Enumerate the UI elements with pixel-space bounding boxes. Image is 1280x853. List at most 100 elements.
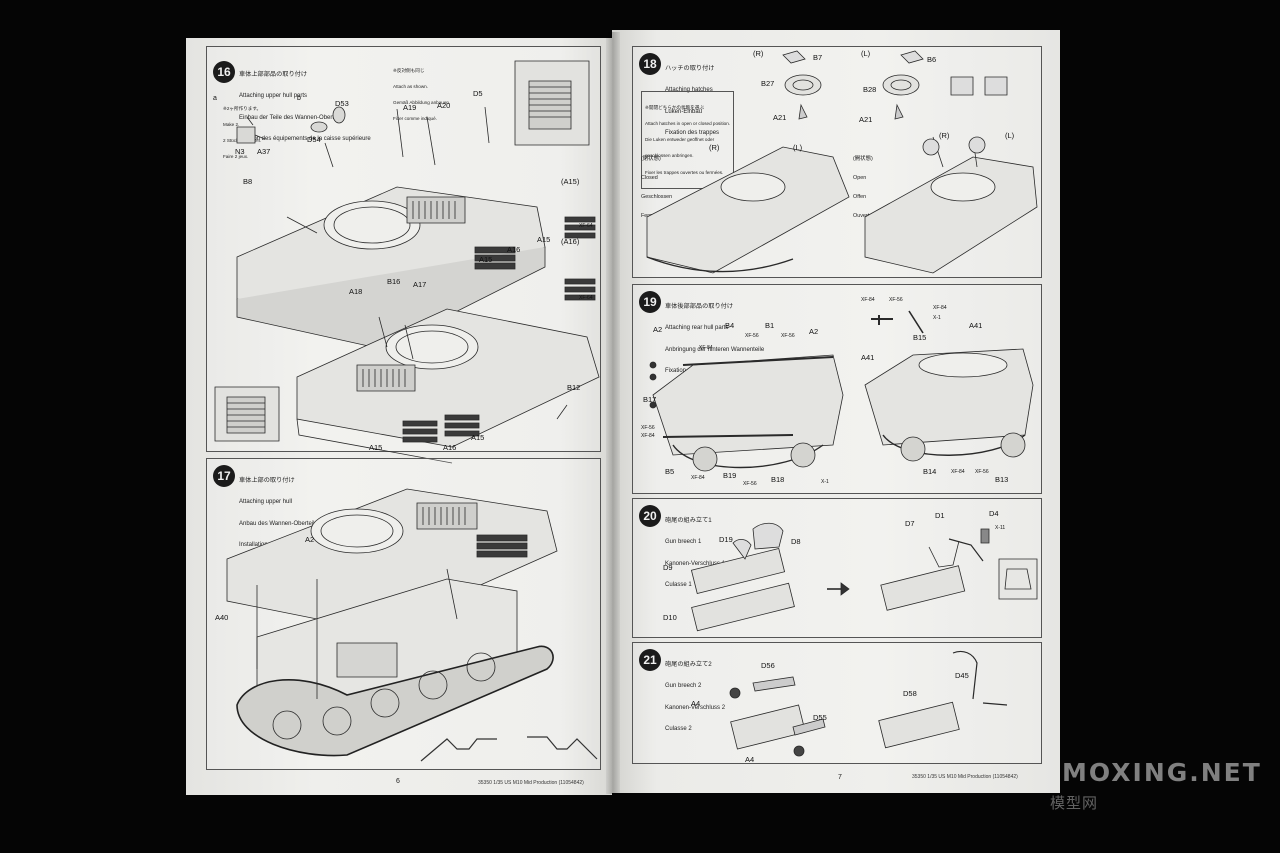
paint-code-xf64-1: XF-64 xyxy=(579,223,593,229)
step-16-title-en: Attaching upper hull parts xyxy=(239,93,308,100)
left-page-number: 6 xyxy=(396,778,400,785)
part-label-n3: N3 xyxy=(235,147,245,156)
paint-code-19-6: XF-84 xyxy=(691,475,705,481)
paint-code-xf64-2: XF-64 xyxy=(579,295,593,301)
paint-code-19-4: XF-84 xyxy=(641,433,655,439)
part-label-b14: B14 xyxy=(923,467,937,476)
step-20-title-jp: 砲尾の組み立て1 xyxy=(665,517,712,525)
right-page-number: 7 xyxy=(838,774,842,781)
step-21-title-de: Kanonen-Verschluss 2 xyxy=(665,704,726,711)
paint-code-19-2: XF-84 xyxy=(699,345,713,351)
part-label-d9: D9 xyxy=(663,563,673,572)
paint-code-19-11: X-1 xyxy=(933,315,941,321)
step-16-note-de: Gemäß Abbildung anbauen. xyxy=(393,100,451,106)
step-19-panel: 19 車体後部部品の取り付け Attaching rear hull parts… xyxy=(632,284,1042,494)
part-label-b17: B17 xyxy=(643,395,657,404)
part-label-a16-2: A16 xyxy=(443,443,457,452)
step-16-badge: 16 xyxy=(213,61,235,83)
part-label-b7: B7 xyxy=(813,53,823,62)
watermark-sub: 模型网 xyxy=(1050,795,1099,812)
paint-code-19-9: XF-56 xyxy=(889,297,903,303)
part-label-a21-l: A21 xyxy=(859,115,873,124)
part-label-a2-step17: A2 xyxy=(305,535,315,544)
step-16-title-jp: 車体上部部品の取り付け xyxy=(239,71,308,79)
step-18-note: ※開閉どちらかの状態を選ぶ Attach hatches in open or … xyxy=(641,91,735,189)
part-label-a21-r: A21 xyxy=(773,113,787,122)
part-label-d56: D56 xyxy=(761,661,775,670)
right-page: 18 ハッチの取り付け Attaching hatches Luken-Einb… xyxy=(612,30,1060,793)
paint-code-19-7: XF-56 xyxy=(743,481,757,487)
step-17-title-en: Attaching upper hull xyxy=(239,499,293,506)
paint-code-19-12: XF-84 xyxy=(951,469,965,475)
step-20-breech-drawing xyxy=(633,499,1043,639)
step-18-closed-l: (L) xyxy=(793,143,803,152)
step-21-title-fr: Culasse 2 xyxy=(665,726,692,733)
step-17-title-de: Anbau des Wannen-Oberteils xyxy=(239,520,318,527)
paint-code-x11: X-11 xyxy=(995,525,1006,531)
paint-code-19-8: XF-84 xyxy=(861,297,875,303)
step-18-closed-jp: (閉状態) xyxy=(641,155,661,162)
step-21-title-en: Gun breech 2 xyxy=(665,683,702,690)
step-16-sub-a: a xyxy=(213,95,217,102)
watermark-text: MOXING.NET xyxy=(1062,758,1262,787)
part-label-a40: A40 xyxy=(215,613,229,622)
part-label-b27: B27 xyxy=(761,79,775,88)
step-18-title-jp: ハッチの取り付け xyxy=(665,65,715,73)
step-17-assembly-drawing xyxy=(207,459,602,771)
part-label-d8: D8 xyxy=(791,537,801,546)
step-18-closed-r: (R) xyxy=(709,143,720,152)
part-label-b8: B8 xyxy=(243,177,253,186)
paint-code-19-3: XF-56 xyxy=(781,333,795,339)
step-19-rear-hull-drawing xyxy=(633,285,1043,495)
step-18-open-en: Open xyxy=(853,175,867,182)
step-19-badge: 19 xyxy=(639,291,661,313)
step-21-badge: 21 xyxy=(639,649,661,671)
step-18-title-en: Attaching hatches xyxy=(665,87,713,94)
part-label-b15: B15 xyxy=(913,333,927,342)
step-18-right-r1: (R) xyxy=(753,49,764,58)
step-18-open-l: (L) xyxy=(1005,131,1015,140)
step-18-title-de: Luken-Einbau xyxy=(665,108,703,115)
part-label-a17: A17 xyxy=(413,280,427,289)
step-21-title: 砲尾の組み立て2 Gun breech 2 Kanonen-Verschluss… xyxy=(665,647,725,748)
step-18-note-jp: ※開閉どちらかの状態を選ぶ xyxy=(645,104,704,110)
part-label-b6: B6 xyxy=(927,55,937,64)
part-label-d55: D55 xyxy=(813,713,827,722)
step-18-note-en: Attach hatches in open or closed positio… xyxy=(645,121,731,127)
part-label-d53: D53 xyxy=(335,99,349,108)
paint-code-19-1: XF-56 xyxy=(745,333,759,339)
step-16-sub-a-jp: ※2ヶ所作ります。 xyxy=(223,105,262,111)
part-label-a18: A18 xyxy=(349,287,363,296)
part-label-a19: A19 xyxy=(403,103,417,112)
paint-code-19-14: X-1 xyxy=(821,479,829,485)
part-label-d45: D45 xyxy=(955,671,969,680)
step-20-title-fr: Culasse 1 xyxy=(665,582,692,589)
step-18-open-de: Offen xyxy=(853,194,867,201)
right-page-footer: 35350 1/35 US M10 Mid Production (110548… xyxy=(912,774,1018,780)
part-label-a15-3: A15 xyxy=(369,443,383,452)
part-label-a4-top: A4 xyxy=(691,699,701,708)
part-label-a20: A20 xyxy=(437,101,451,110)
step-21-breech-drawing xyxy=(633,643,1043,765)
step-21-title-jp: 砲尾の組み立て2 xyxy=(665,661,712,669)
step-20-panel: 20 砲尾の組み立て1 Gun breech 1 Kanonen-Verschl… xyxy=(632,498,1042,638)
part-label-d5: D5 xyxy=(473,89,483,98)
left-page: 16 車体上部部品の取り付け Attaching upper hull part… xyxy=(186,38,612,795)
step-18-left-l1: (L) xyxy=(861,49,871,58)
step-18-open-jp: (開状態) xyxy=(853,155,873,162)
part-label-b28: B28 xyxy=(863,85,877,94)
step-20-badge: 20 xyxy=(639,505,661,527)
step-16-sub-b: b xyxy=(297,95,301,102)
step-19-title-de: Anbringung der hinteren Wannenteile xyxy=(665,346,765,353)
part-label-d58: D58 xyxy=(903,689,917,698)
step-19-title-jp: 車体後部部品の取り付け xyxy=(665,303,734,311)
part-label-a41-top: A41 xyxy=(969,321,983,330)
step-19-title-en: Attaching rear hull parts xyxy=(665,325,729,332)
part-label-a4-bottom: A4 xyxy=(745,755,755,764)
step-18-badge: 18 xyxy=(639,53,661,75)
part-label-a37: A37 xyxy=(257,147,271,156)
part-label-b4: B4 xyxy=(725,321,735,330)
part-label-a15-4: A15 xyxy=(471,433,485,442)
step-16-sub-a-en: Make 2. xyxy=(223,122,240,128)
paint-code-19-10: XF-84 xyxy=(933,305,947,311)
